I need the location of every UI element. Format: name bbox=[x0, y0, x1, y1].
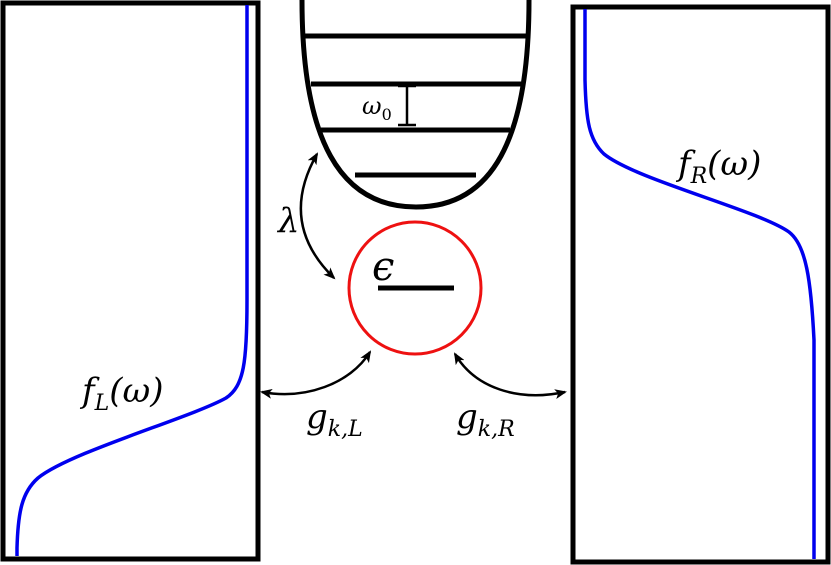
left-fermi-curve bbox=[15, 5, 249, 556]
harmonic-potential-well bbox=[299, 0, 532, 210]
left-reservoir-box bbox=[0, 0, 261, 562]
right-fermi-curve bbox=[583, 9, 816, 559]
left-coupling-label: gk,L bbox=[306, 397, 363, 442]
right-coupling-arrow bbox=[453, 352, 567, 399]
right-distribution-label: fR(ω) bbox=[675, 144, 761, 189]
dot-energy-label: ϵ bbox=[372, 244, 394, 290]
right-reservoir: fR(ω) bbox=[570, 4, 831, 565]
lambda-coupling-arrow bbox=[299, 152, 336, 280]
level-spacing-marker bbox=[398, 84, 416, 127]
left-coupling-arrow bbox=[260, 350, 372, 399]
dot-circle bbox=[347, 220, 483, 356]
right-coupling-label: gk,R bbox=[456, 397, 515, 442]
omega0-label: ω0 bbox=[362, 92, 392, 124]
left-distribution-label: fL(ω) bbox=[79, 371, 163, 416]
left-reservoir: fL(ω) bbox=[0, 0, 261, 562]
lambda-label: λ bbox=[276, 201, 300, 241]
quantum-dot: ϵ bbox=[347, 220, 483, 356]
harmonic-oscillator: ω0 bbox=[299, 0, 532, 210]
right-reservoir-box bbox=[570, 4, 831, 565]
